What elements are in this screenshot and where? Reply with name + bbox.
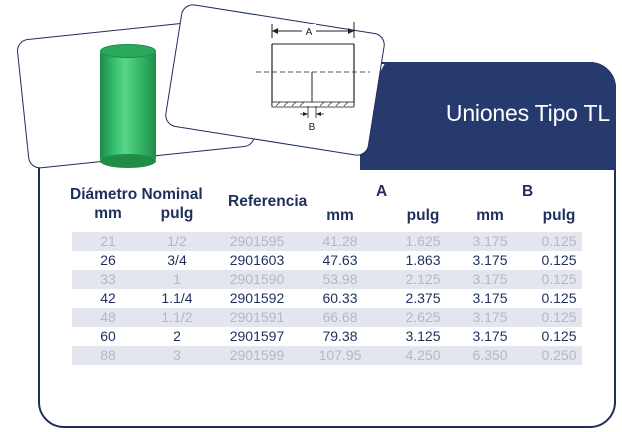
cell-b-pulg: 0.125 xyxy=(541,252,577,268)
cell-b-mm: 6.350 xyxy=(472,347,508,363)
header-b: B xyxy=(522,183,534,200)
cell-a-mm: 107.95 xyxy=(318,347,362,363)
header-a: A xyxy=(376,183,388,200)
cell-b-pulg: 0.125 xyxy=(541,290,577,306)
cell-b-mm: 3.175 xyxy=(472,271,508,287)
table-row: 42 1.1/4 2901592 60.33 2.375 3.175 0.125 xyxy=(72,289,582,308)
cell-ref: 2901597 xyxy=(229,328,285,344)
cell-pulg: 2 xyxy=(173,328,181,344)
cell-b-pulg: 0.125 xyxy=(541,233,577,249)
cell-b-mm: 3.175 xyxy=(472,309,508,325)
table-row: 21 1/2 2901595 41.28 1.625 3.175 0.125 xyxy=(72,232,582,251)
cell-ref: 2901603 xyxy=(229,252,285,268)
cell-mm: 26 xyxy=(100,252,116,268)
cell-a-mm: 53.98 xyxy=(322,271,358,287)
cell-mm: 60 xyxy=(100,328,116,344)
coupling-bottom xyxy=(100,154,156,168)
cell-a-mm: 47.63 xyxy=(322,252,358,268)
coupling-body xyxy=(100,50,156,162)
cell-ref: 2901595 xyxy=(229,233,285,249)
table-row: 60 2 2901597 79.38 3.125 3.175 0.125 xyxy=(72,327,582,346)
cell-b-pulg: 0.125 xyxy=(541,309,577,325)
cell-a-mm: 79.38 xyxy=(322,328,358,344)
cell-a-pulg: 2.625 xyxy=(405,309,441,325)
header-referencia: Referencia xyxy=(228,193,308,210)
cell-a-pulg: 1.625 xyxy=(405,233,441,249)
subheader-mm: mm xyxy=(94,205,122,222)
cell-b-mm: 3.175 xyxy=(472,290,508,306)
cell-a-mm: 41.28 xyxy=(322,233,358,249)
cell-b-pulg: 0.125 xyxy=(541,328,577,344)
cell-b-mm: 3.175 xyxy=(472,252,508,268)
cell-ref: 2901592 xyxy=(229,290,285,306)
title-band xyxy=(360,62,616,170)
cell-b-mm: 3.175 xyxy=(472,233,508,249)
subheader-b-mm: mm xyxy=(476,207,504,224)
cell-ref: 2901591 xyxy=(229,309,285,325)
cell-b-pulg: 0.125 xyxy=(541,271,577,287)
dimension-a-label: A xyxy=(306,27,313,38)
subheader-a-pulg: pulg xyxy=(406,207,440,224)
cell-a-pulg: 2.125 xyxy=(405,271,441,287)
dimension-b-label: B xyxy=(309,122,316,133)
coupling-top xyxy=(100,44,156,58)
cell-a-pulg: 1.863 xyxy=(405,252,441,268)
cell-mm: 88 xyxy=(100,347,116,363)
table-row: 26 3/4 2901603 47.63 1.863 3.175 0.125 xyxy=(72,251,582,270)
cell-a-mm: 66.68 xyxy=(322,309,358,325)
cell-a-pulg: 4.250 xyxy=(405,347,441,363)
cell-pulg: 1.1/4 xyxy=(161,290,193,306)
cell-ref: 2901599 xyxy=(229,347,285,363)
header-diametro-nominal: Diámetro Nominal xyxy=(70,186,203,203)
page-title: Uniones Tipo TL xyxy=(445,100,610,126)
table-row: 48 1.1/2 2901591 66.68 2.625 3.175 0.125 xyxy=(72,308,582,327)
cell-pulg: 1/2 xyxy=(167,233,187,249)
cell-mm: 21 xyxy=(100,233,116,249)
cell-a-pulg: 3.125 xyxy=(405,328,441,344)
subheader-pulg: pulg xyxy=(160,205,194,222)
cell-mm: 42 xyxy=(100,290,116,306)
cell-a-pulg: 2.375 xyxy=(405,290,441,306)
cell-pulg: 1.1/2 xyxy=(161,309,193,325)
cell-pulg: 3/4 xyxy=(167,252,187,268)
cell-a-mm: 60.33 xyxy=(322,290,358,306)
cell-b-pulg: 0.250 xyxy=(541,347,577,363)
subheader-b-pulg: pulg xyxy=(542,207,576,224)
dimension-diagram: A B xyxy=(256,22,370,133)
cell-pulg: 3 xyxy=(173,347,181,363)
cell-b-mm: 3.175 xyxy=(472,328,508,344)
subheader-a-mm: mm xyxy=(326,207,354,224)
cell-mm: 33 xyxy=(100,271,116,287)
cell-ref: 2901590 xyxy=(229,271,285,287)
cell-pulg: 1 xyxy=(173,271,181,287)
table-row: 33 1 2901590 53.98 2.125 3.175 0.125 xyxy=(72,270,582,289)
cell-mm: 48 xyxy=(100,309,116,325)
table-row: 88 3 2901599 107.95 4.250 6.350 0.250 xyxy=(72,346,582,365)
